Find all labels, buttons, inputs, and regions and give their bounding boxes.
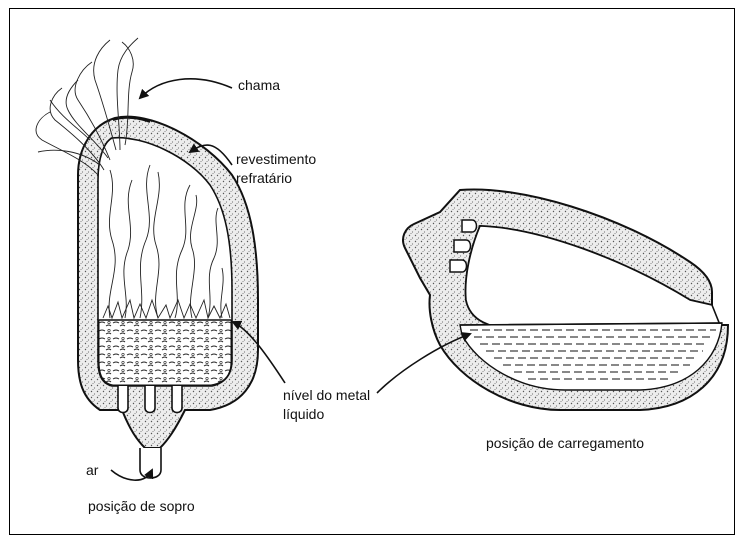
blowing-converter [36,38,258,478]
label-liquid-metal-level: nível do metal líquido [283,386,370,424]
charging-converter [403,189,728,410]
label-air: ar [86,461,98,480]
label-refractory-lining: revestimento refratário [236,150,316,188]
liquid-metal-bath [99,320,231,385]
label-flame: chama [238,76,280,95]
arrow-flame [140,79,232,98]
label-charging-position: posição de carregamento [486,434,644,453]
label-blowing-position: posição de sopro [88,497,195,516]
tuyere-bottom [118,386,182,413]
